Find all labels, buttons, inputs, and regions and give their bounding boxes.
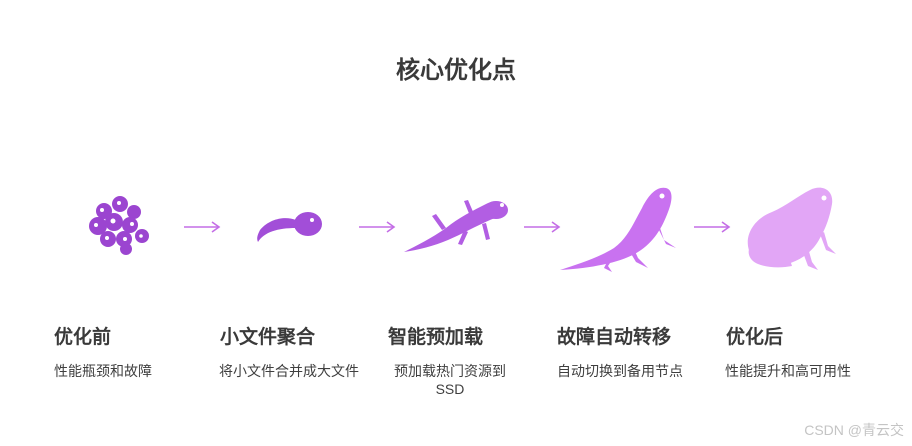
stage-title-after: 优化后 (726, 327, 784, 348)
froglet-icon (404, 200, 508, 252)
stage-title-preload: 智能预加载 (388, 327, 484, 348)
stage-desc-aggregation: 将小文件合并成大文件 (219, 363, 359, 379)
stage-title-failover: 故障自动转移 (557, 327, 672, 348)
stage-desc-after: 性能提升和高可用性 (725, 363, 851, 379)
arrow-icon (184, 221, 221, 233)
arrow-icon (524, 221, 561, 233)
arrow-icon (359, 221, 396, 233)
stage-desc-before: 性能瓶颈和故障 (54, 363, 152, 379)
adult-frog-icon (747, 187, 836, 270)
stage-title-before: 优化前 (54, 327, 112, 348)
watermark: CSDN @青云交 (804, 422, 904, 438)
tadpole-icon (257, 212, 322, 242)
stage-desc-failover: 自动切换到备用节点 (557, 363, 683, 379)
arrow-icon (694, 221, 731, 233)
stage-desc-preload: 预加载热门资源到SSD (394, 363, 506, 397)
stage-title-aggregation: 小文件聚合 (220, 327, 316, 348)
diagram-title: 核心优化点 (396, 57, 516, 84)
frog-eggs-icon (89, 196, 149, 255)
young-frog-icon (560, 187, 676, 272)
